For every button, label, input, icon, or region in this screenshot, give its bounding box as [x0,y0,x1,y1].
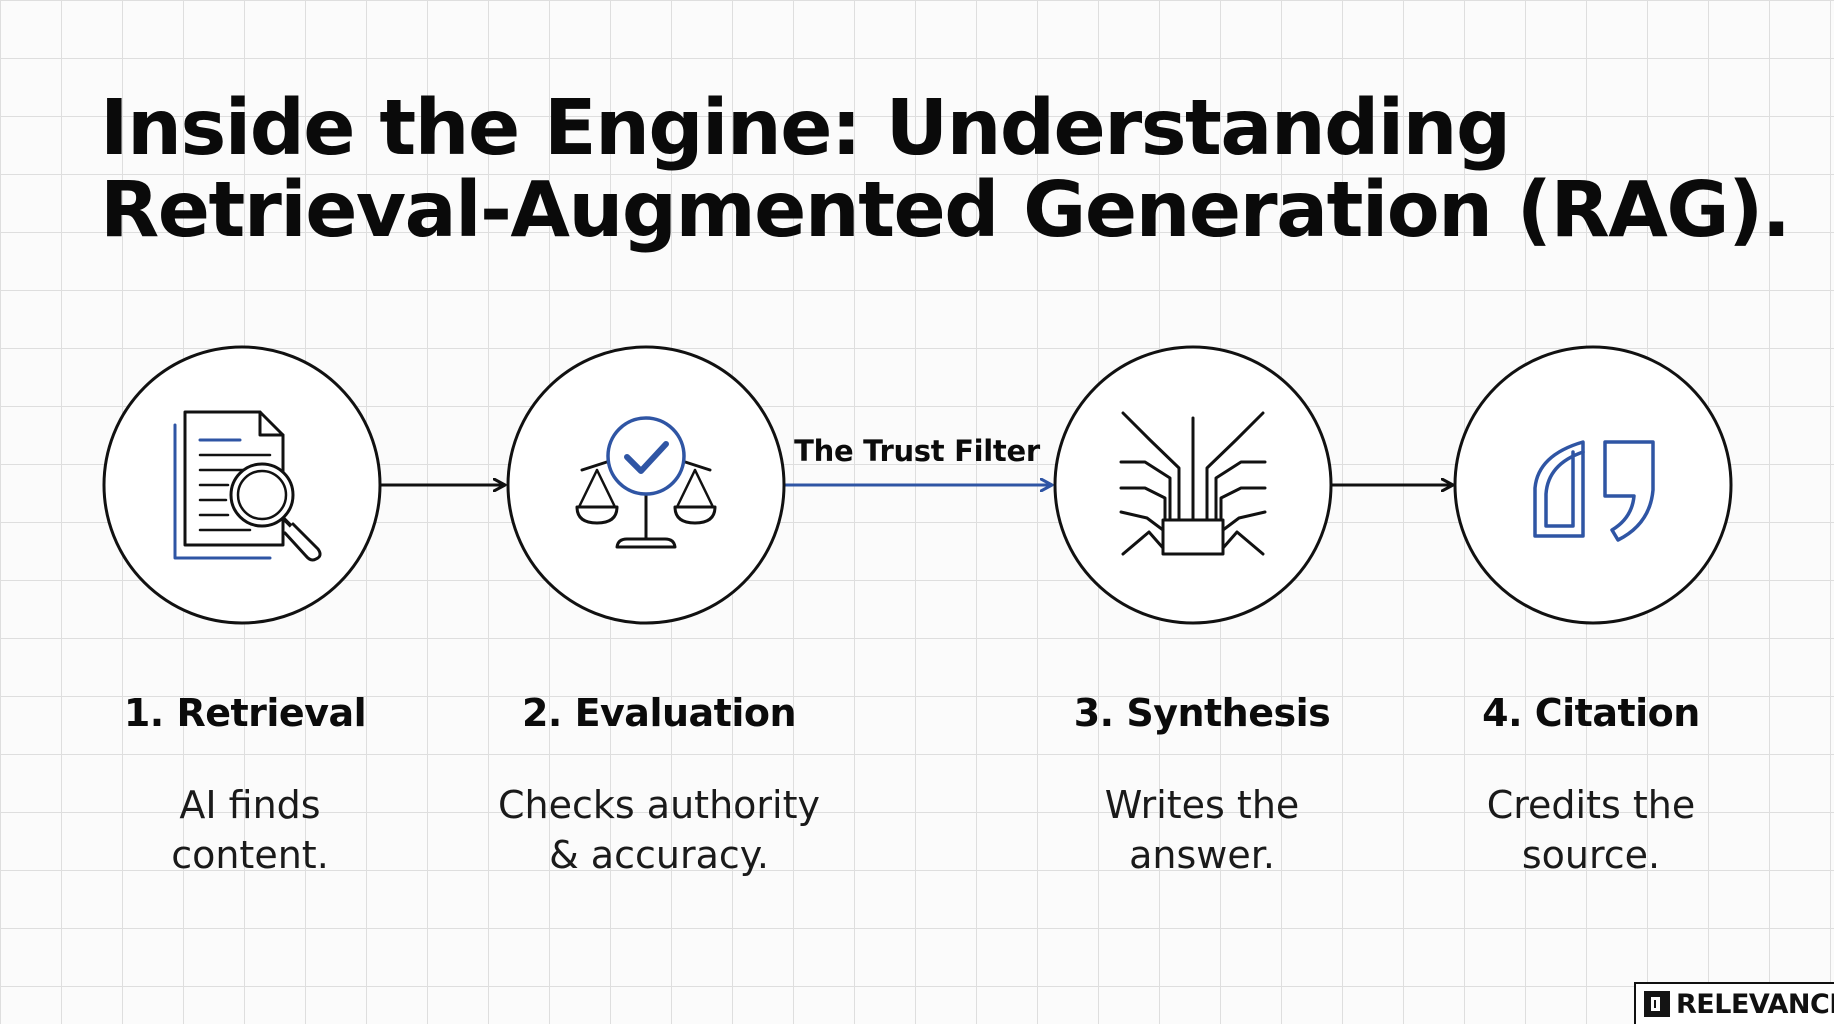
step-3-title: 3. Synthesis [1073,691,1331,735]
document-search-icon [173,410,322,562]
scales-check-icon [575,416,717,549]
circuit-synthesis-icon [1119,411,1267,556]
step-1-title: 1. Retrieval [123,691,367,735]
step-3-description: Writes the answer. [1105,780,1300,880]
brand-name: RELEVANCE [1676,988,1834,1020]
step-1-desc-line-2: content. [171,833,329,877]
step-4-circle [1453,345,1733,625]
page-title: Inside the Engine: Understanding Retriev… [100,84,1791,255]
step-1-desc-line-1: AI finds [179,783,321,827]
step-2-desc-line-1: Checks authority [498,783,820,827]
step-4-title: 4. Citation [1482,691,1700,735]
step-2-description: Checks authority & accuracy. [498,780,820,880]
step-4-desc-line-1: Credits the [1486,783,1696,827]
quote-marks-icon [1533,440,1655,542]
trust-filter-label: The Trust Filter [794,434,1040,468]
step-4-desc-line-2: source. [1521,833,1661,877]
step-3-desc-line-2: answer. [1129,833,1275,877]
brand-logo-icon [1644,991,1670,1017]
brand-badge: RELEVANCE [1634,982,1834,1024]
step-3-desc-line-1: Writes the [1104,783,1300,827]
step-1-description: AI finds content. [171,780,329,880]
title-line-1: Inside the Engine: Understanding [100,84,1511,173]
step-4-description: Credits the source. [1487,780,1696,880]
step-2-desc-line-2: & accuracy. [549,833,769,877]
title-line-2: Retrieval-Augmented Generation (RAG). [100,166,1791,255]
step-2-title: 2. Evaluation [521,691,797,735]
